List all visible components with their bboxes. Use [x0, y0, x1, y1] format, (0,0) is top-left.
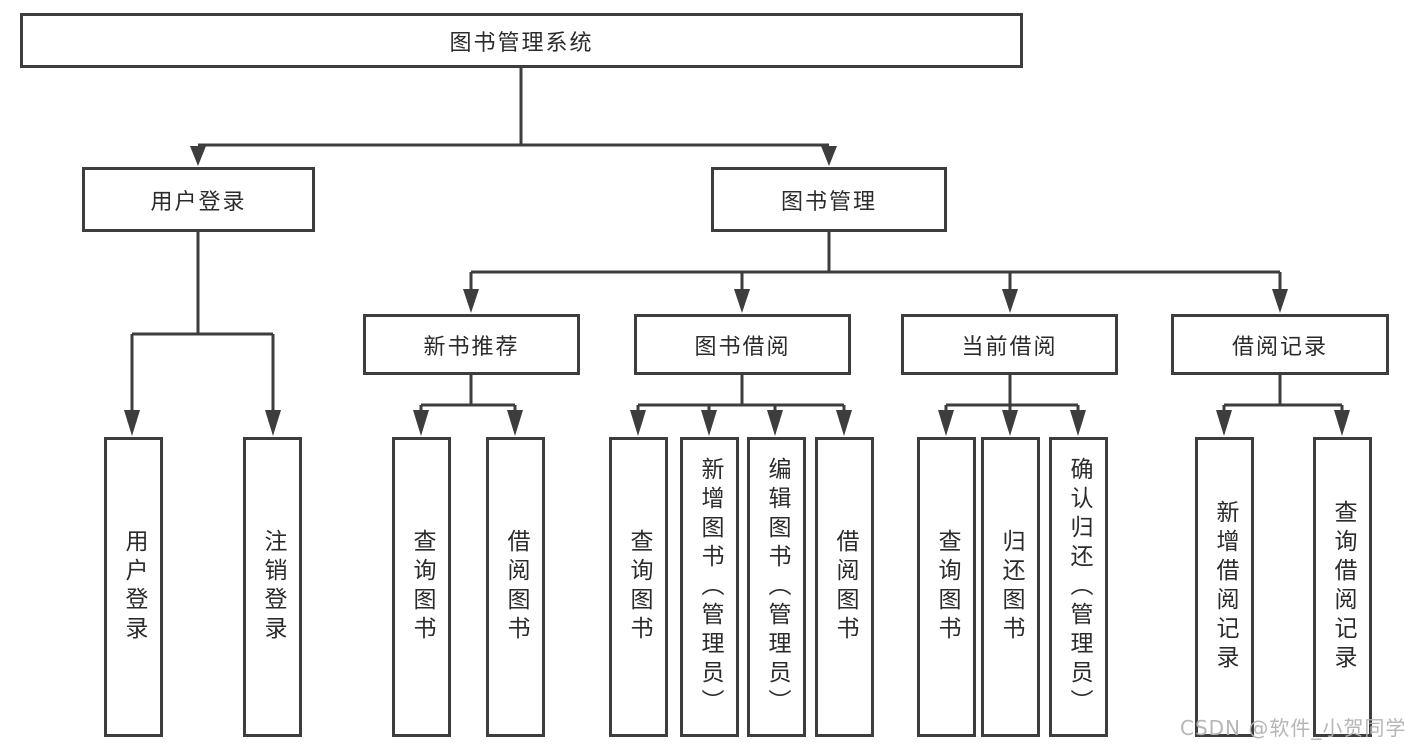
- node-user-login-label: 用户登录: [150, 189, 247, 215]
- node-book-management: 图书管理: [711, 167, 947, 232]
- leaf-add-borrow-record: 新增借阅记录: [1195, 437, 1254, 737]
- leaf-add-book-admin: 新增图书（管理员）: [680, 437, 739, 737]
- node-current-borrow-label: 当前借阅: [961, 334, 1058, 360]
- leaf-user-login: 用户登录: [104, 437, 163, 737]
- node-root: 图书管理系统: [20, 13, 1023, 68]
- leaf-logout: 注销登录: [243, 437, 302, 737]
- leaf-logout-label: 注销登录: [260, 529, 286, 645]
- leaf-borrow-books-2-label: 借阅图书: [832, 529, 858, 645]
- leaf-query-books-current-label: 查询图书: [934, 529, 960, 645]
- leaf-borrow-books-recommend: 借阅图书: [486, 437, 545, 737]
- leaf-borrow-books-recommend-label: 借阅图书: [503, 529, 529, 645]
- leaf-confirm-return-admin: 确认归还（管理员）: [1049, 437, 1108, 737]
- leaf-confirm-return-admin-label: 确认归还（管理员）: [1066, 456, 1092, 718]
- leaf-add-borrow-record-label: 新增借阅记录: [1212, 500, 1238, 674]
- watermark: CSDN @软件_小贺同学: [1180, 716, 1405, 740]
- leaf-query-borrow-record-label: 查询借阅记录: [1330, 500, 1356, 674]
- node-root-label: 图书管理系统: [449, 30, 594, 56]
- leaf-query-books-current: 查询图书: [917, 437, 976, 737]
- leaf-edit-book-admin: 编辑图书（管理员）: [747, 437, 806, 737]
- leaf-query-books-borrow-label: 查询图书: [626, 529, 652, 645]
- leaf-query-borrow-record: 查询借阅记录: [1313, 437, 1372, 737]
- leaf-borrow-books-2: 借阅图书: [815, 437, 874, 737]
- node-new-book-recommend: 新书推荐: [363, 314, 580, 375]
- node-current-borrow: 当前借阅: [901, 314, 1118, 375]
- node-book-borrow: 图书借阅: [634, 314, 851, 375]
- leaf-return-books: 归还图书: [981, 437, 1040, 737]
- node-user-login: 用户登录: [82, 167, 315, 232]
- node-borrow-records: 借阅记录: [1171, 314, 1389, 375]
- leaf-query-books-borrow: 查询图书: [609, 437, 668, 737]
- leaf-query-books-recommend-label: 查询图书: [409, 529, 435, 645]
- node-book-management-label: 图书管理: [780, 189, 877, 215]
- node-book-borrow-label: 图书借阅: [694, 334, 791, 360]
- leaf-edit-book-admin-label: 编辑图书（管理员）: [764, 456, 790, 718]
- leaf-return-books-label: 归还图书: [998, 529, 1024, 645]
- leaf-query-books-recommend: 查询图书: [392, 437, 451, 737]
- leaf-user-login-label: 用户登录: [121, 529, 147, 645]
- node-new-book-recommend-label: 新书推荐: [423, 334, 520, 360]
- leaf-add-book-admin-label: 新增图书（管理员）: [697, 456, 723, 718]
- node-borrow-records-label: 借阅记录: [1231, 334, 1328, 360]
